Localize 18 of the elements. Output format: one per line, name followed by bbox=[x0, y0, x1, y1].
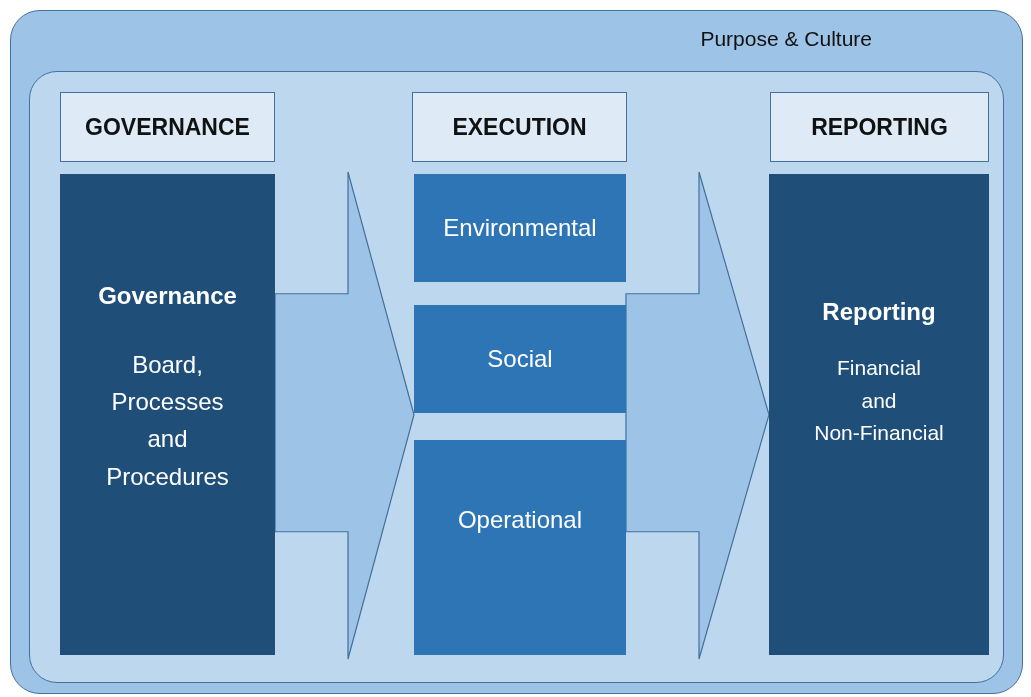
panel-title: Purpose & Culture bbox=[700, 27, 872, 51]
pillar-box bbox=[414, 440, 626, 655]
box-heading: Reporting bbox=[822, 298, 936, 326]
column-header: EXECUTION bbox=[412, 92, 627, 162]
box-text: Board, Processes and Procedures bbox=[105, 350, 230, 492]
block-arrow bbox=[625, 171, 770, 660]
box-text: Financial and Non-Financial bbox=[813, 355, 945, 447]
pillar-box bbox=[414, 174, 626, 282]
column-box bbox=[769, 174, 989, 655]
pillar-box bbox=[414, 305, 626, 413]
box-label: Environmental bbox=[443, 214, 597, 242]
block-arrow bbox=[274, 171, 415, 660]
box-label: Operational bbox=[457, 505, 583, 534]
box-label: Social bbox=[487, 345, 553, 373]
column-header: GOVERNANCE bbox=[60, 92, 275, 162]
column-box bbox=[60, 174, 275, 655]
box-heading: Governance bbox=[98, 282, 237, 310]
column-header: REPORTING bbox=[770, 92, 989, 162]
